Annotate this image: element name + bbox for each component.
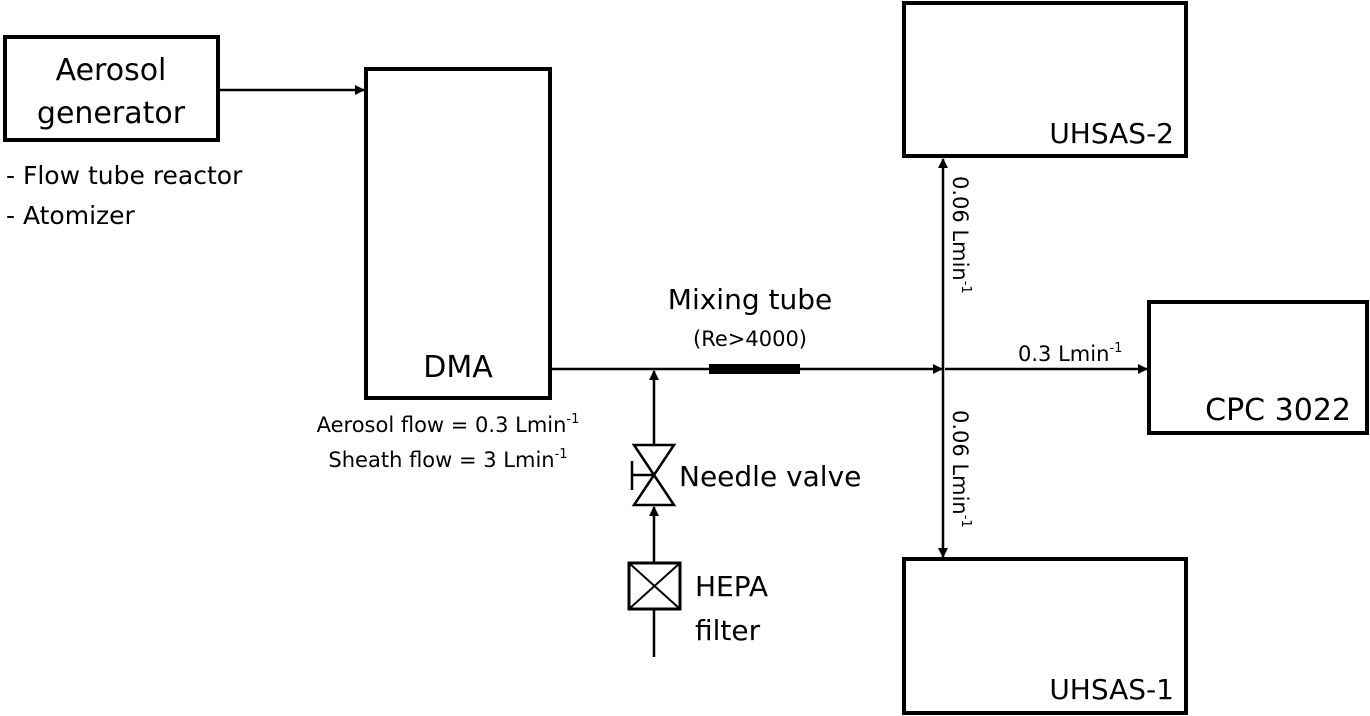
mixing-tube: [709, 364, 800, 374]
needle-valve-icon: [630, 443, 677, 507]
uhsas2-label: UHSAS-2: [1049, 117, 1174, 150]
uhsas1-box: UHSAS-1: [902, 557, 1188, 715]
uhsas1-label: UHSAS-1: [1049, 673, 1174, 706]
cpc-label: CPC 3022: [1205, 393, 1351, 428]
aerosol-generator-label-1: Aerosol: [56, 53, 167, 88]
dma-box: DMA: [364, 67, 552, 400]
flow-label-uhsas2: 0.06 Lmin-1: [948, 176, 973, 294]
flow-label-cpc: 0.3 Lmin-1: [1018, 341, 1122, 366]
aerosol-generator-box: Aerosol generator: [3, 35, 220, 142]
flow-label-uhsas1: 0.06 Lmin-1: [948, 410, 973, 528]
aerosol-flow-label: Aerosol flow = 0.3 Lmin-1: [317, 412, 580, 437]
dma-label: DMA: [423, 350, 493, 385]
uhsas2-box: UHSAS-2: [902, 1, 1188, 158]
hepa-label-1: HEPA: [695, 570, 768, 603]
aerosol-generator-label-2: generator: [37, 96, 186, 131]
hepa-label-2: filter: [695, 614, 761, 647]
needle-valve-label: Needle valve: [679, 460, 861, 493]
sheath-flow-label: Sheath flow = 3 Lmin-1: [328, 447, 567, 472]
hepa-filter-icon: [627, 561, 682, 611]
cpc-box: CPC 3022: [1147, 300, 1369, 435]
mixing-tube-reynolds: (Re>4000): [693, 327, 807, 351]
mixing-tube-label: Mixing tube: [668, 283, 832, 316]
generator-option-flow-tube: - Flow tube reactor: [6, 161, 243, 190]
generator-option-atomizer: - Atomizer: [6, 201, 136, 230]
